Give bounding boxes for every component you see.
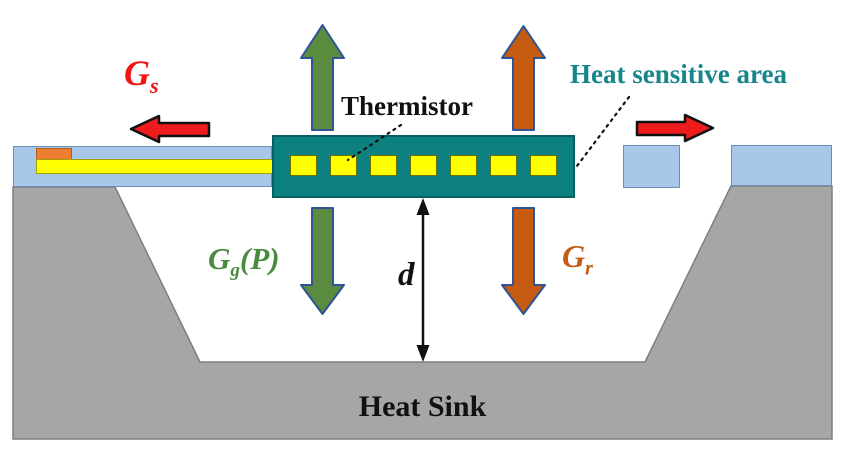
heat-sensitive-area-leader-line [575,95,631,168]
thermistor-dash [450,155,477,176]
radiation-up-arrow-icon [501,25,546,131]
substrate-rim-right [731,145,832,186]
membrane-edge-block [623,145,680,188]
gg-pressure-suffix: (P) [240,241,280,276]
gs-label: Gs [124,52,159,99]
support-conduction-right-arrow-icon [635,113,715,143]
gr-symbol: G [562,238,586,274]
thermistor-body [272,135,575,198]
gas-conduction-up-arrow-icon [300,24,345,131]
heat-sensitive-area-label: Heat sensitive area [570,59,787,89]
support-conduction-left-arrow-icon [129,114,211,144]
radiation-conductance-label: Gr [562,238,593,280]
radiation-down-arrow-icon [501,207,546,315]
gg-subscript: g [230,260,240,282]
gas-conductance-label: Gg(P) [208,241,280,282]
membrane-support-beam [13,146,273,187]
gs-subscript: s [150,73,159,99]
heat-sink-shape [12,185,833,440]
gas-conduction-down-arrow-icon [300,207,345,315]
thermistor-leader-line [346,123,403,162]
thermistor-label: Thermistor [341,91,473,121]
gg-symbol: G [208,241,231,276]
thermistor-dash [410,155,437,176]
thermistor-dash [490,155,517,176]
thermistor-dashes [274,155,557,176]
gap-dimension-arrow [416,198,430,362]
gs-symbol: G [124,53,150,93]
thermistor-dash [530,155,557,176]
gr-subscript: r [585,257,593,280]
thermistor-dash [370,155,397,176]
thermistor-dash [330,155,357,176]
thermistor-dash [290,155,317,176]
gap-dimension-label: d [398,257,415,293]
heat-sink-label: Heat Sink [358,390,487,423]
